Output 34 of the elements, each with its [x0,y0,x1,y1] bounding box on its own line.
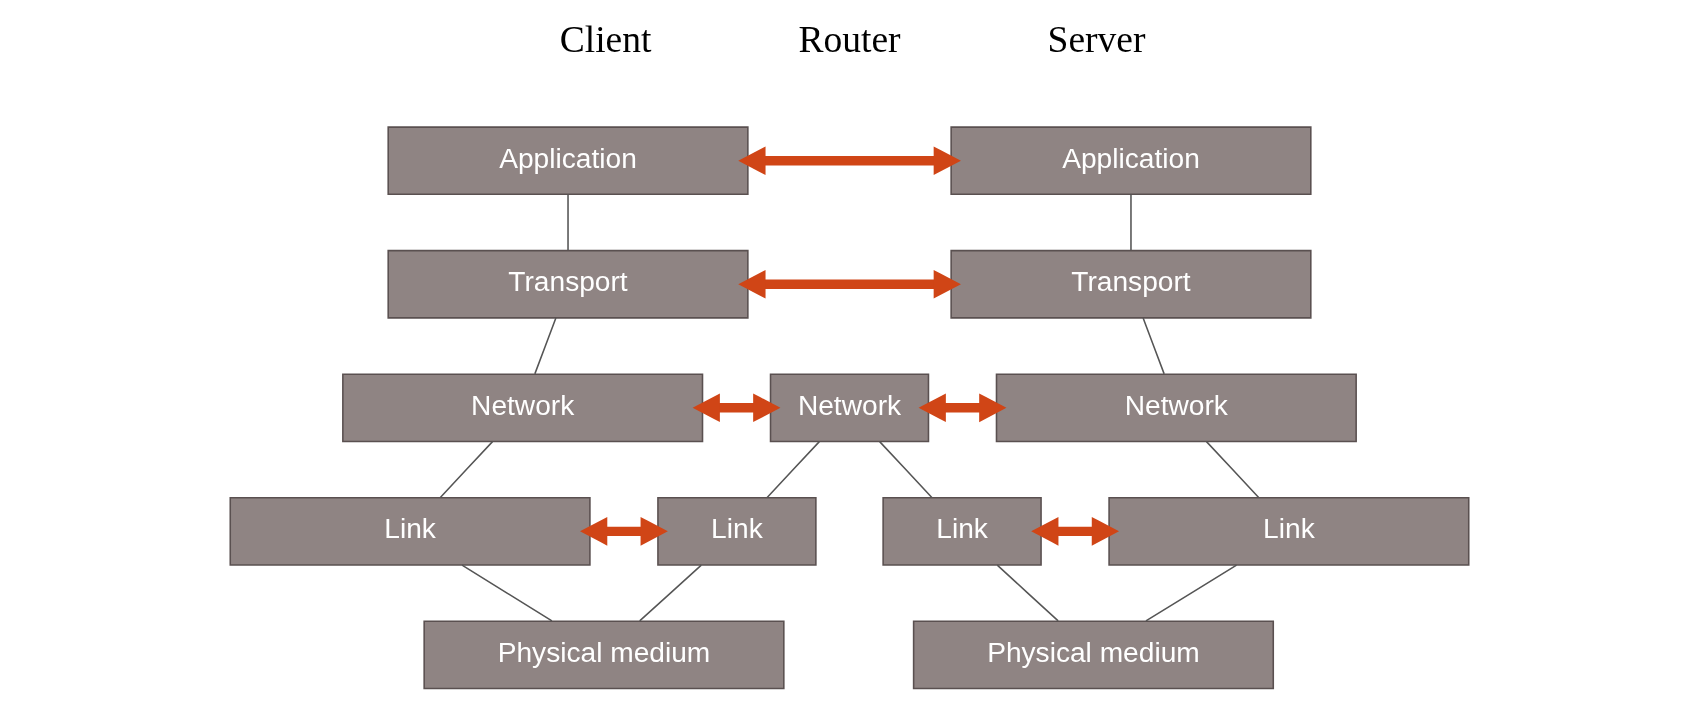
label: Server [1047,19,1146,61]
arrow [738,146,961,176]
node-box: Link [229,496,591,566]
label: Client [559,19,652,61]
arrow [738,269,961,299]
connector [1130,193,1132,252]
connector [1205,440,1260,499]
arrow [918,393,1007,423]
connector [766,440,821,499]
connector [878,440,933,499]
node-box: Physical medium [423,620,785,690]
node-box: Physical medium [912,620,1275,690]
node-box: Application [950,126,1312,196]
node-box: Link [882,496,1042,566]
connector [534,317,557,375]
connector [996,564,1059,622]
node-box: Network [769,373,930,443]
connector [1142,317,1165,375]
node-box: Network [342,373,704,443]
connector [1145,564,1238,622]
label: Router [798,19,901,61]
connector [567,193,569,252]
connector [461,564,553,622]
connector [638,564,703,622]
node-box: Link [657,496,817,566]
arrow [692,393,781,423]
node-box: Transport [950,249,1312,319]
arrow [1031,517,1120,546]
node-box: Transport [387,249,749,319]
node-box: Application [387,126,749,196]
node-box: Link [1108,496,1470,566]
node-box: Network [995,373,1357,443]
connector [439,440,494,499]
arrow [580,517,668,546]
